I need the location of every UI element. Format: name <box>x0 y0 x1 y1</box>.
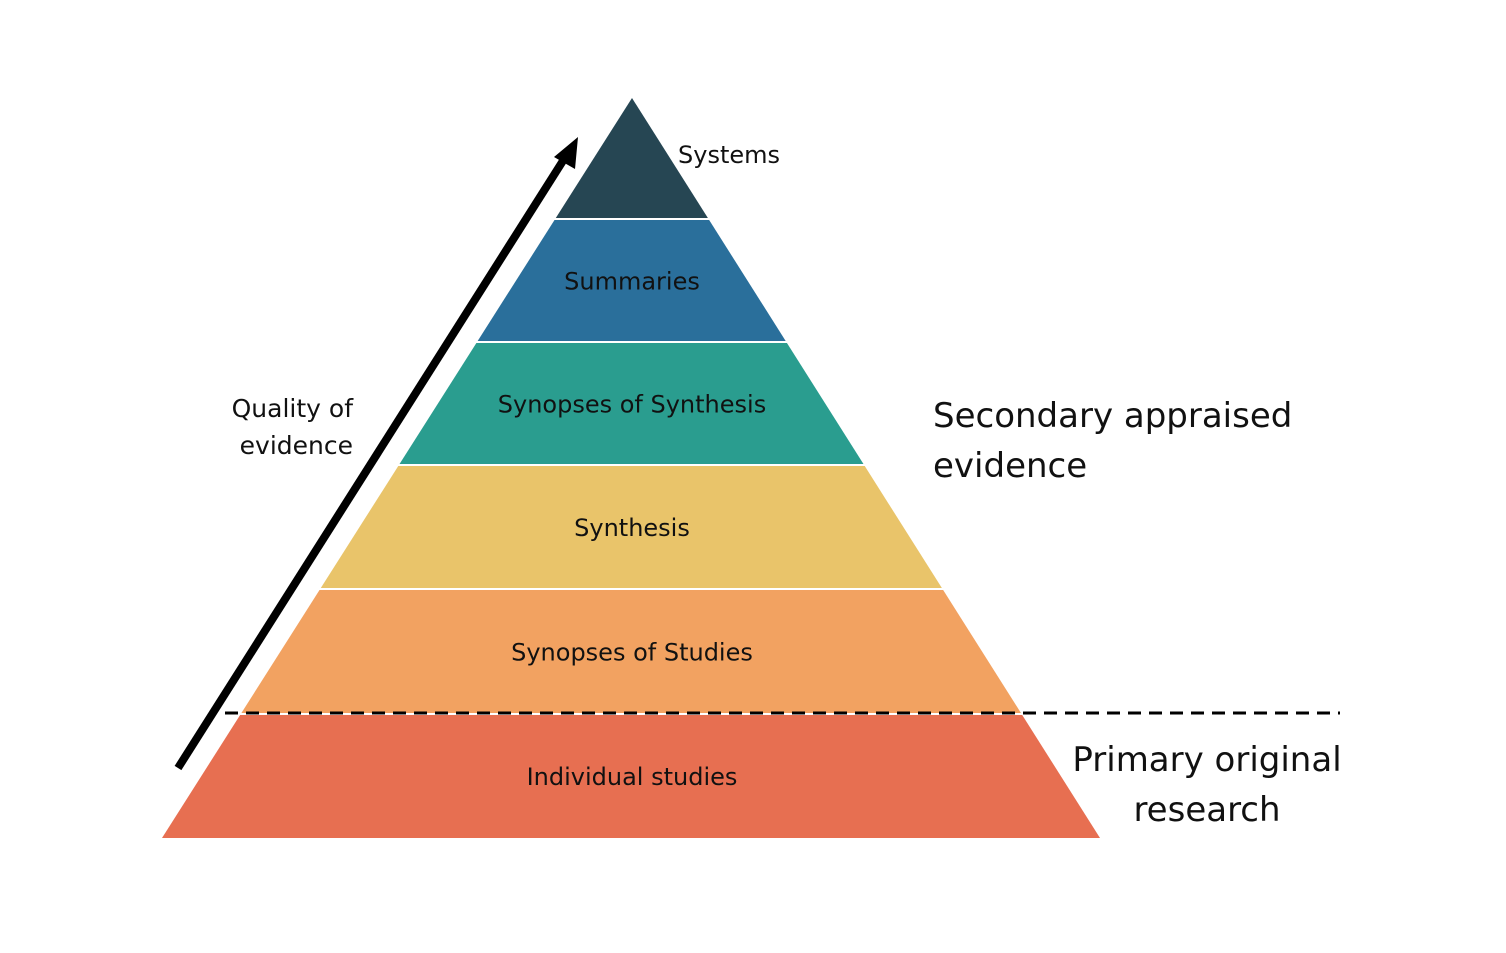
pyramid-level-synopses-of-synthesis <box>399 343 864 464</box>
pyramid-level-label: Systems <box>678 141 780 169</box>
pyramid-level-systems <box>555 98 708 218</box>
pyramid-level-summaries <box>477 220 786 341</box>
pyramid-level-label: Individual studies <box>527 763 738 791</box>
primary-label-line2: research <box>1133 790 1280 830</box>
pyramid-level-label: Synthesis <box>574 514 690 542</box>
primary-label-line1: Primary original <box>1072 740 1341 780</box>
pyramid-level-label: Synopses of Studies <box>511 639 753 667</box>
quality-arrow <box>174 137 578 771</box>
pyramid-level-label: Synopses of Synthesis <box>498 391 766 419</box>
arrow-label-line1: Quality of <box>232 394 355 423</box>
arrow-label-line2: evidence <box>240 431 353 460</box>
arrow-head-icon <box>554 137 578 169</box>
secondary-label-line1: Secondary appraised <box>933 396 1292 436</box>
pyramid-level-synopses-of-studies <box>241 590 1021 713</box>
secondary-label-line2: evidence <box>933 446 1087 486</box>
pyramid-level-individual-studies <box>162 715 1100 838</box>
pyramid-level-label: Summaries <box>564 268 700 296</box>
pyramid-level-synthesis <box>320 466 942 588</box>
